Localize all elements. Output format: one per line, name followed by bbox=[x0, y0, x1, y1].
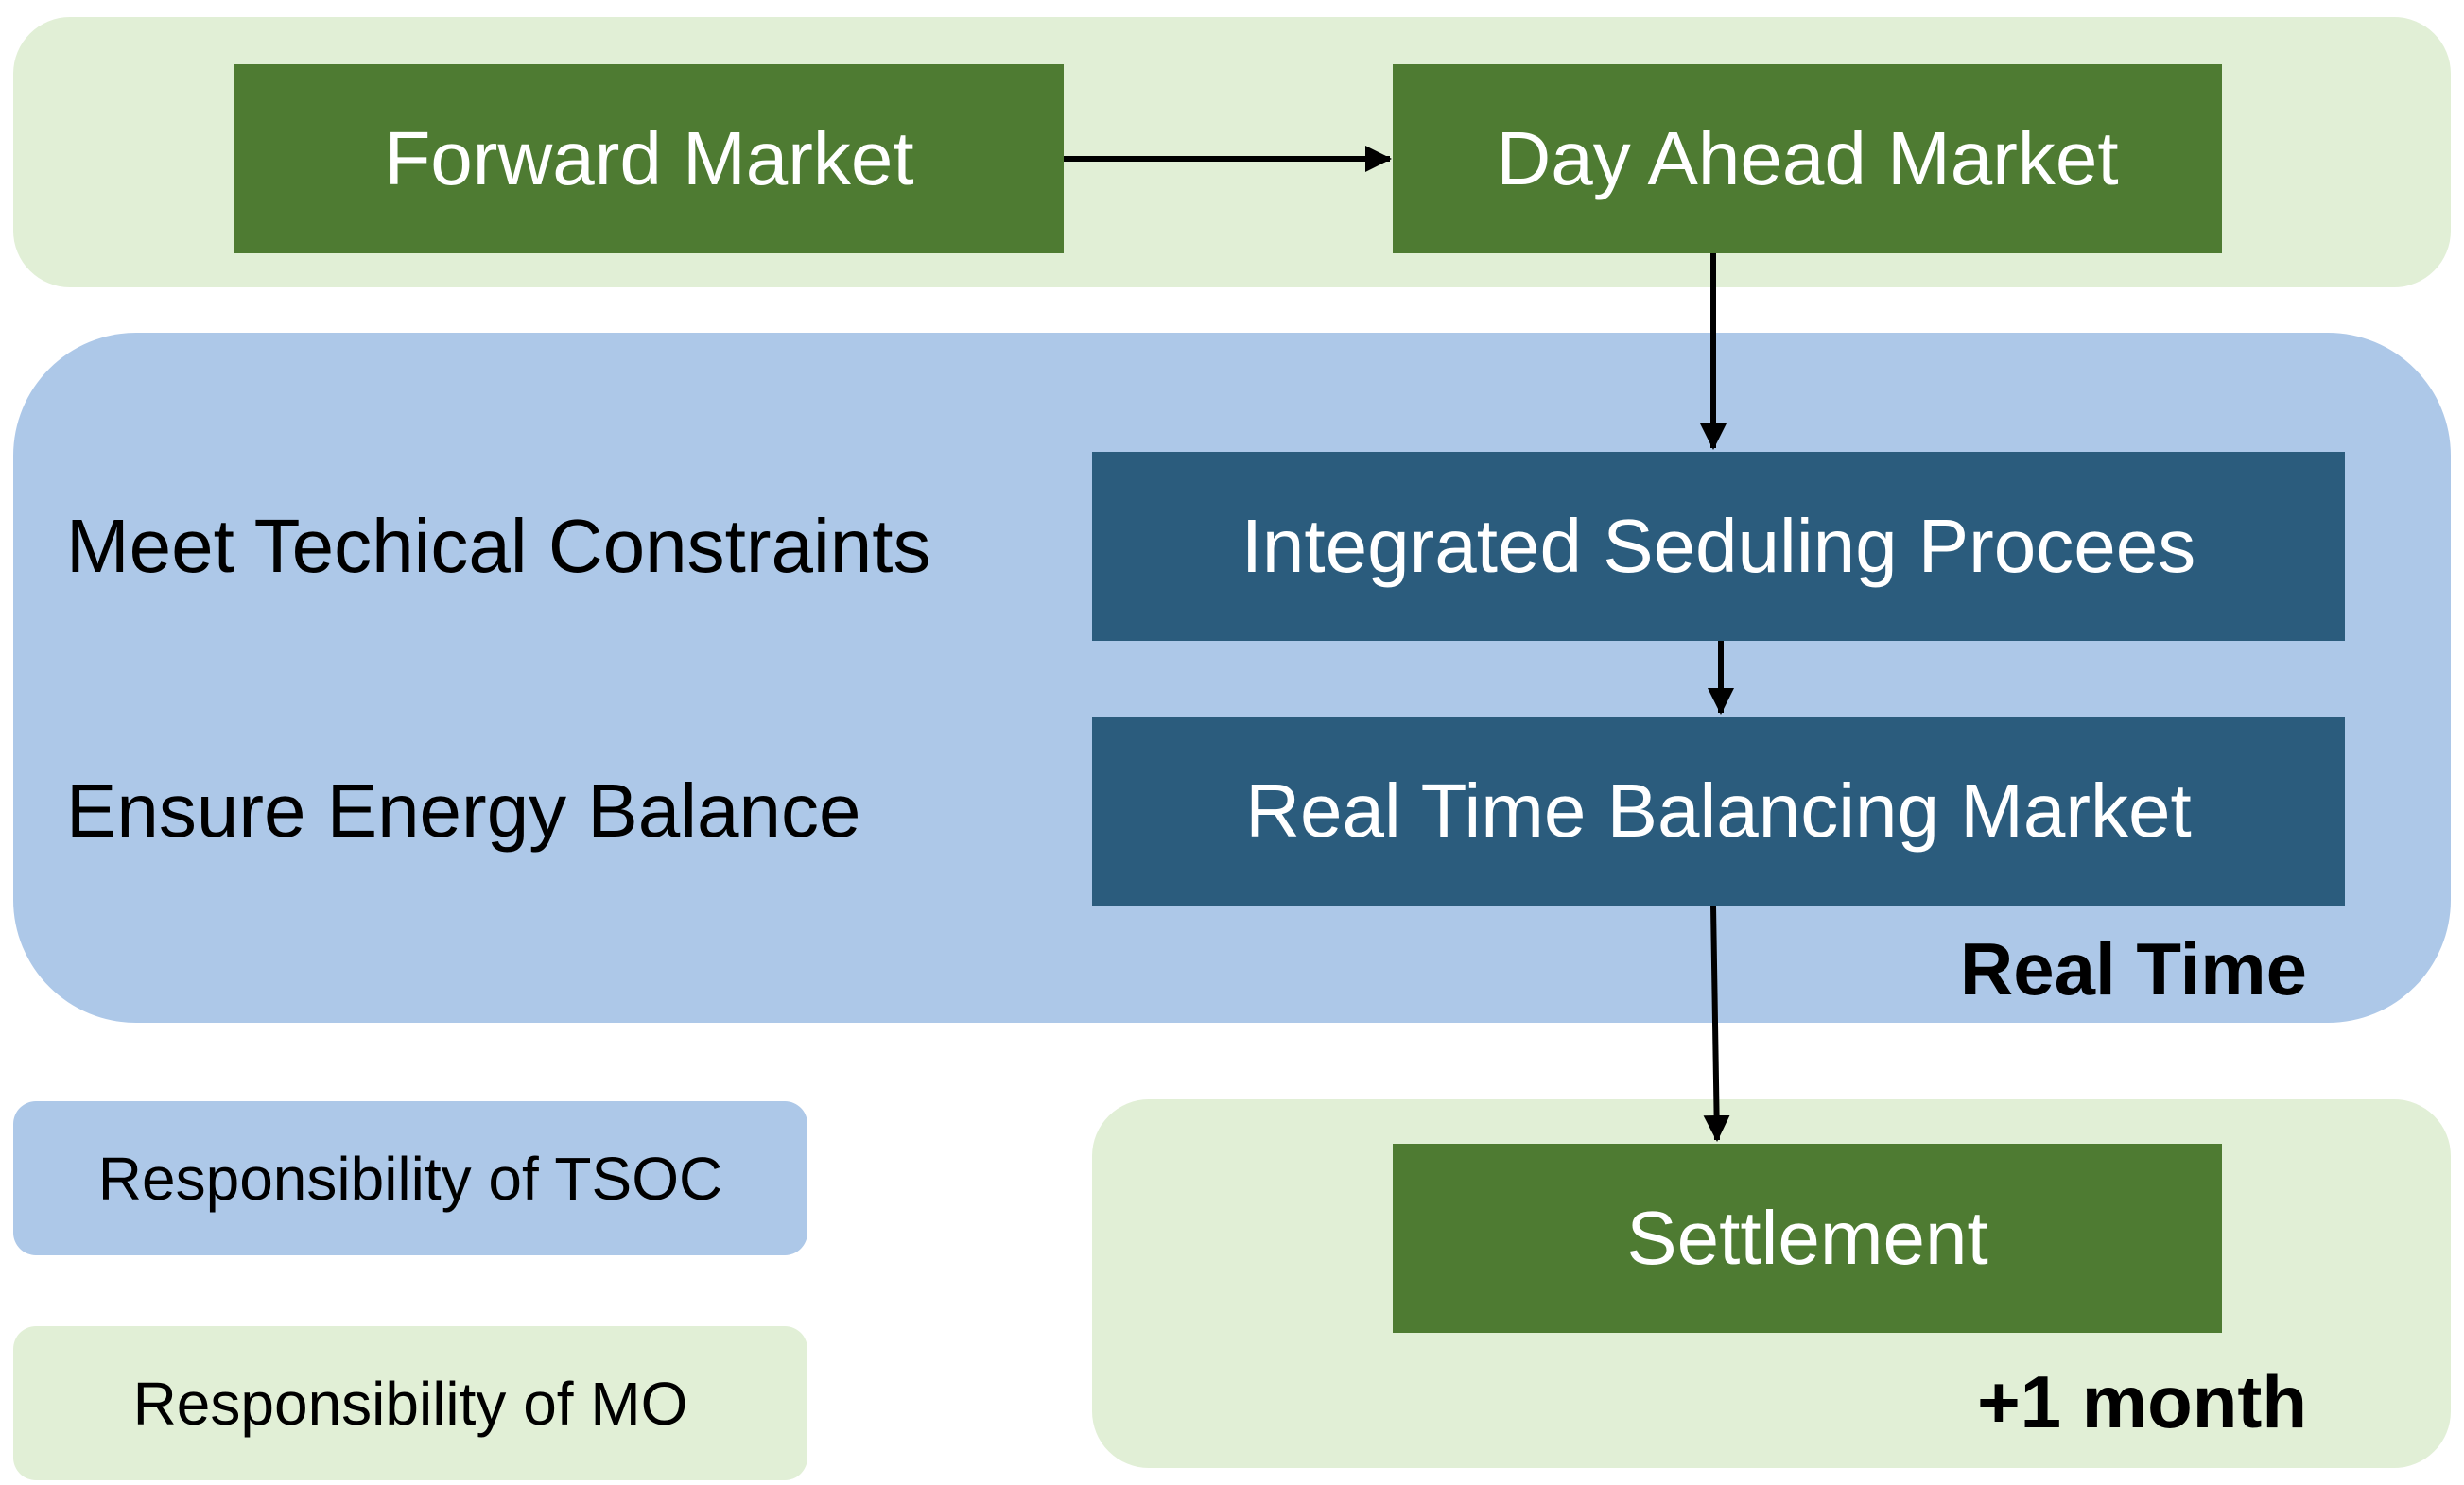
day-ahead-market-box: Day Ahead Market bbox=[1393, 64, 2222, 253]
forward-market-box: Forward Market bbox=[234, 64, 1064, 253]
day-ahead-market-label: Day Ahead Market bbox=[1496, 116, 2119, 200]
plus-one-month-label: +1 month bbox=[1977, 1360, 2307, 1443]
legend-mo: Responsibility of MO bbox=[13, 1326, 807, 1480]
integrated-scheduling-box: Integrated Seduling Procees bbox=[1092, 452, 2345, 641]
tsoc-real-time-region bbox=[13, 333, 2451, 1023]
real-time-balancing-box: Real Time Balancing Market bbox=[1092, 717, 2345, 906]
integrated-scheduling-label: Integrated Seduling Procees bbox=[1241, 504, 2196, 588]
legend-tsoc-label: Responsibility of TSOC bbox=[97, 1144, 723, 1213]
legend-tsoc: Responsibility of TSOC bbox=[13, 1101, 807, 1255]
technical-constraints-label: Meet Techical Constraints bbox=[66, 504, 931, 588]
settlement-box: Settlement bbox=[1393, 1144, 2222, 1333]
real-time-label: Real Time bbox=[1959, 927, 2307, 1010]
legend-mo-label: Responsibility of MO bbox=[132, 1369, 688, 1438]
real-time-balancing-label: Real Time Balancing Market bbox=[1245, 768, 2192, 853]
settlement-label: Settlement bbox=[1626, 1196, 1988, 1280]
forward-market-label: Forward Market bbox=[384, 116, 914, 200]
energy-balance-label: Ensure Energy Balance bbox=[66, 768, 861, 853]
